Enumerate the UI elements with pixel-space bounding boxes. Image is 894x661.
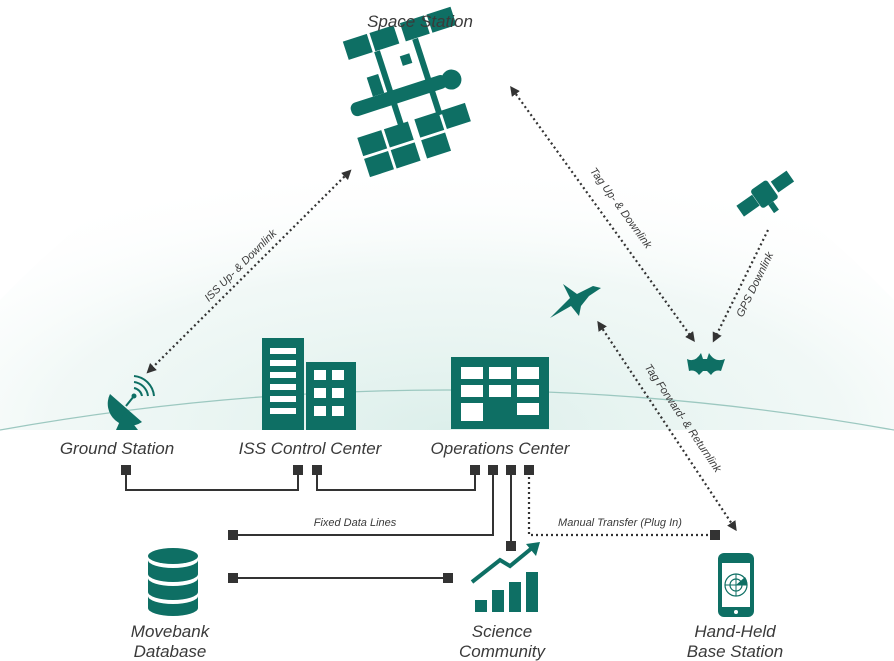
space-station-label: Space Station bbox=[367, 12, 473, 31]
manual-transfer-label: Manual Transfer (Plug In) bbox=[558, 517, 682, 529]
growth-chart-icon bbox=[470, 542, 540, 612]
tag-link-line bbox=[510, 85, 695, 343]
movebank-label-line1: Movebank bbox=[131, 622, 211, 641]
ground-station-label: Ground Station bbox=[60, 439, 174, 458]
iss-control-center-label: ISS Control Center bbox=[239, 439, 383, 458]
iss-link-line bbox=[146, 169, 352, 374]
handheld-label-line2: Base Station bbox=[687, 642, 783, 661]
smartphone-radar-icon bbox=[718, 553, 754, 617]
earth-horizon bbox=[0, 389, 894, 431]
handheld-label-line1: Hand-Held bbox=[694, 622, 776, 641]
gps-link-line bbox=[712, 229, 769, 343]
tag-forward-link-line bbox=[597, 320, 737, 532]
science-label-line1: Science bbox=[472, 622, 532, 641]
fixed-connections bbox=[121, 465, 720, 583]
movebank-label-line2: Database bbox=[134, 642, 207, 661]
satellite-dish-icon bbox=[107, 375, 155, 430]
operations-building-icon bbox=[451, 357, 549, 429]
operations-center-label: Operations Center bbox=[431, 439, 571, 458]
fixed-data-lines-label: Fixed Data Lines bbox=[314, 517, 397, 529]
gps-satellite-icon bbox=[735, 169, 796, 218]
database-icon bbox=[148, 548, 198, 616]
space-station-icon bbox=[341, 5, 472, 179]
manual-transfer-line bbox=[527, 472, 720, 537]
science-label-line2: Community bbox=[459, 642, 546, 661]
